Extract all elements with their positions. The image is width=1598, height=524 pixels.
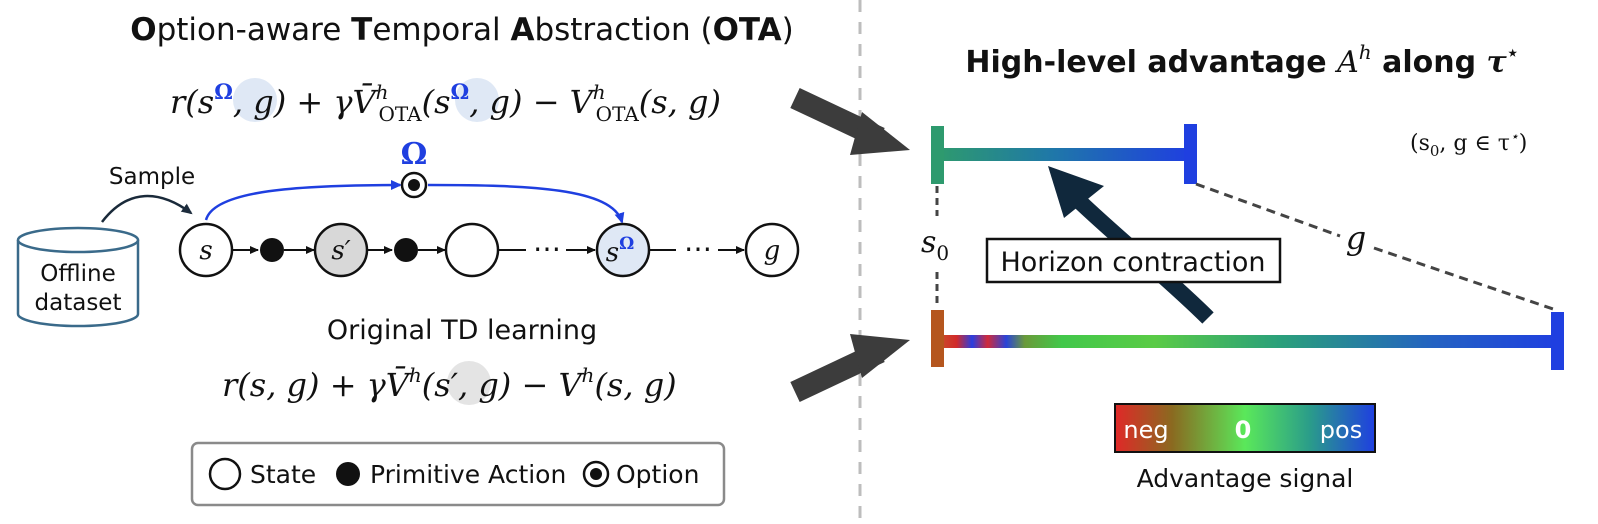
g-connector-lower: [1373, 246, 1557, 312]
s-prime-highlight: [447, 361, 491, 405]
legend-option-icon: [582, 460, 610, 488]
s0-label: s0: [921, 225, 949, 265]
offline-dataset-label-line1: Offline: [40, 261, 115, 287]
goal-annotation: (s0, g ∈ τ⋆): [1410, 129, 1527, 160]
arrow-top-to-right: [790, 88, 910, 155]
chain-ellipsis: ⋯: [533, 232, 561, 265]
original-horizon-bar: [938, 335, 1558, 348]
colorbar-pos-label: pos: [1320, 416, 1362, 444]
state-node-s-omega-label: sΩ: [606, 234, 634, 268]
g-label: g: [1346, 219, 1366, 257]
contracted-bar-end-cap: [1184, 124, 1197, 184]
option-arc-right: [427, 183, 625, 224]
s-omega-highlight: [455, 78, 499, 122]
omega-label: Ω: [401, 137, 428, 172]
s-omega-highlight: [233, 78, 277, 122]
offline-dataset-label-line2: dataset: [35, 290, 122, 316]
state-node-s-prime-label: s′: [331, 236, 350, 266]
state-node-s-label: s: [199, 236, 212, 266]
primitive-action-node: [394, 238, 418, 262]
contracted-horizon-bar: [938, 148, 1190, 161]
g-connector-upper: [1195, 182, 1341, 238]
chain-ellipsis: ⋯: [684, 232, 712, 265]
colorbar-neg-label: neg: [1123, 416, 1168, 444]
option-arc-left: [204, 180, 402, 221]
state-node-g: [744, 222, 800, 278]
state-node-empty: [444, 222, 500, 278]
state-node-g-label: g: [764, 236, 781, 266]
legend-state-label: State: [250, 460, 316, 489]
td-equation: r(s, g) + γV̄h(s′, g) − Vh(s, g): [222, 363, 677, 404]
option-node: [400, 171, 428, 199]
contracted-bar-start-cap: [931, 126, 944, 184]
legend-option-label: Option: [616, 460, 699, 489]
td-title: Original TD learning: [327, 315, 597, 346]
offline-dataset-cylinder: [16, 226, 140, 328]
legend-state-icon: [208, 457, 242, 491]
horizon-contraction-label: Horizon contraction: [1000, 247, 1265, 278]
sample-label: Sample: [109, 164, 195, 190]
legend-primitive-action-icon: [336, 462, 360, 486]
legend-primitive-action-label: Primitive Action: [370, 460, 566, 489]
primitive-action-node: [260, 238, 284, 262]
colorbar-caption: Advantage signal: [1137, 464, 1354, 493]
arrow-bottom-to-right: [790, 334, 910, 402]
original-bar-start-cap: [931, 310, 944, 367]
advantage-colorbar: [1114, 403, 1376, 453]
sample-arrow: [101, 194, 193, 223]
original-bar-end-cap: [1551, 312, 1564, 370]
colorbar-zero-label: 0: [1235, 416, 1252, 444]
ota-title: Option-aware Temporal Abstraction (OTA): [130, 12, 794, 48]
horizon-contraction-box: [985, 237, 1282, 284]
right-title: High-level advantage Ah along τ⋆: [965, 40, 1518, 80]
legend-box: [190, 441, 726, 507]
